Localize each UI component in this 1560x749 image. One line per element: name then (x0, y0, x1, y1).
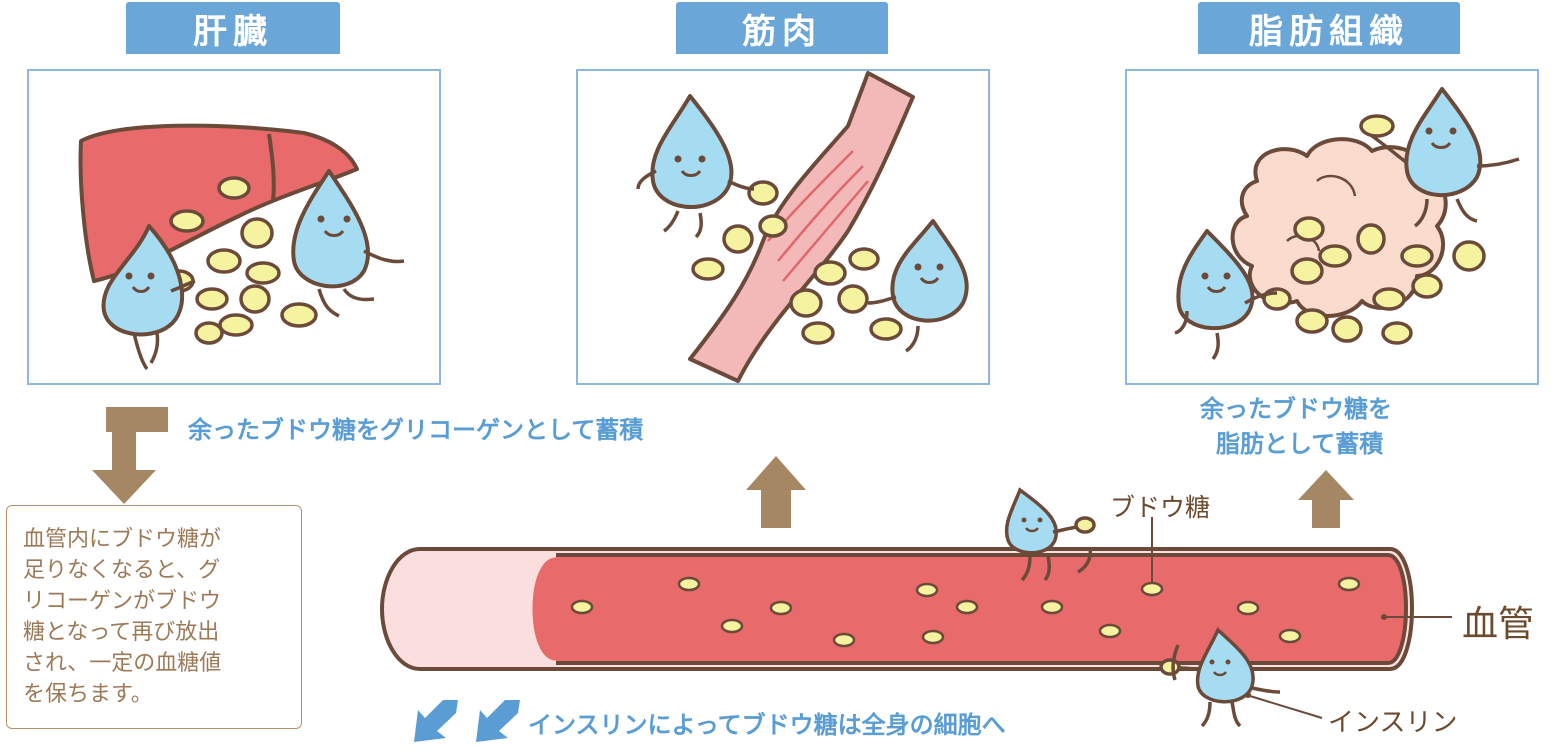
down-left-arrow-icon (476, 700, 520, 742)
glycogen-caption: 余ったブドウ糖をグリコーゲンとして蓄積 (188, 416, 644, 444)
liver-panel (27, 69, 441, 385)
glycogen-release-note: 血管内にブドウ糖が 足りなくなると、グ リコーゲンがブドウ 糖となって再び放出 … (6, 505, 302, 729)
title-adipose: 脂肪組織 (1198, 2, 1460, 54)
blood-vessel-label: 血管 (1462, 604, 1535, 645)
insulin-leader-line (1249, 695, 1323, 719)
title-muscle: 筋肉 (676, 2, 888, 54)
insulin-label: インスリン (1328, 708, 1458, 738)
fat-caption-line2: 脂肪として蓄積 (1216, 430, 1384, 458)
down-elbow-arrow-icon (92, 407, 168, 504)
up-arrow-icon (1298, 470, 1354, 528)
fat-caption-line1: 余ったブドウ糖を (1200, 395, 1392, 423)
glucose-label: ブドウ糖 (1110, 493, 1211, 522)
liver-illustration (78, 123, 405, 371)
insulin-droplet-bottom (1159, 627, 1281, 728)
adipose-illustration (1174, 87, 1520, 361)
up-arrow-icon (746, 456, 806, 528)
adipose-panel (1125, 69, 1539, 385)
muscle-panel (576, 69, 990, 385)
glucose-particles (570, 576, 1361, 648)
insulin-droplet-top (1004, 487, 1096, 582)
muscle-illustration (636, 71, 969, 383)
insulin-flow-caption: インスリンによってブドウ糖は全身の細胞へ (528, 711, 1006, 739)
down-left-arrow-icon (414, 700, 458, 742)
title-liver: 肝臓 (126, 2, 340, 54)
